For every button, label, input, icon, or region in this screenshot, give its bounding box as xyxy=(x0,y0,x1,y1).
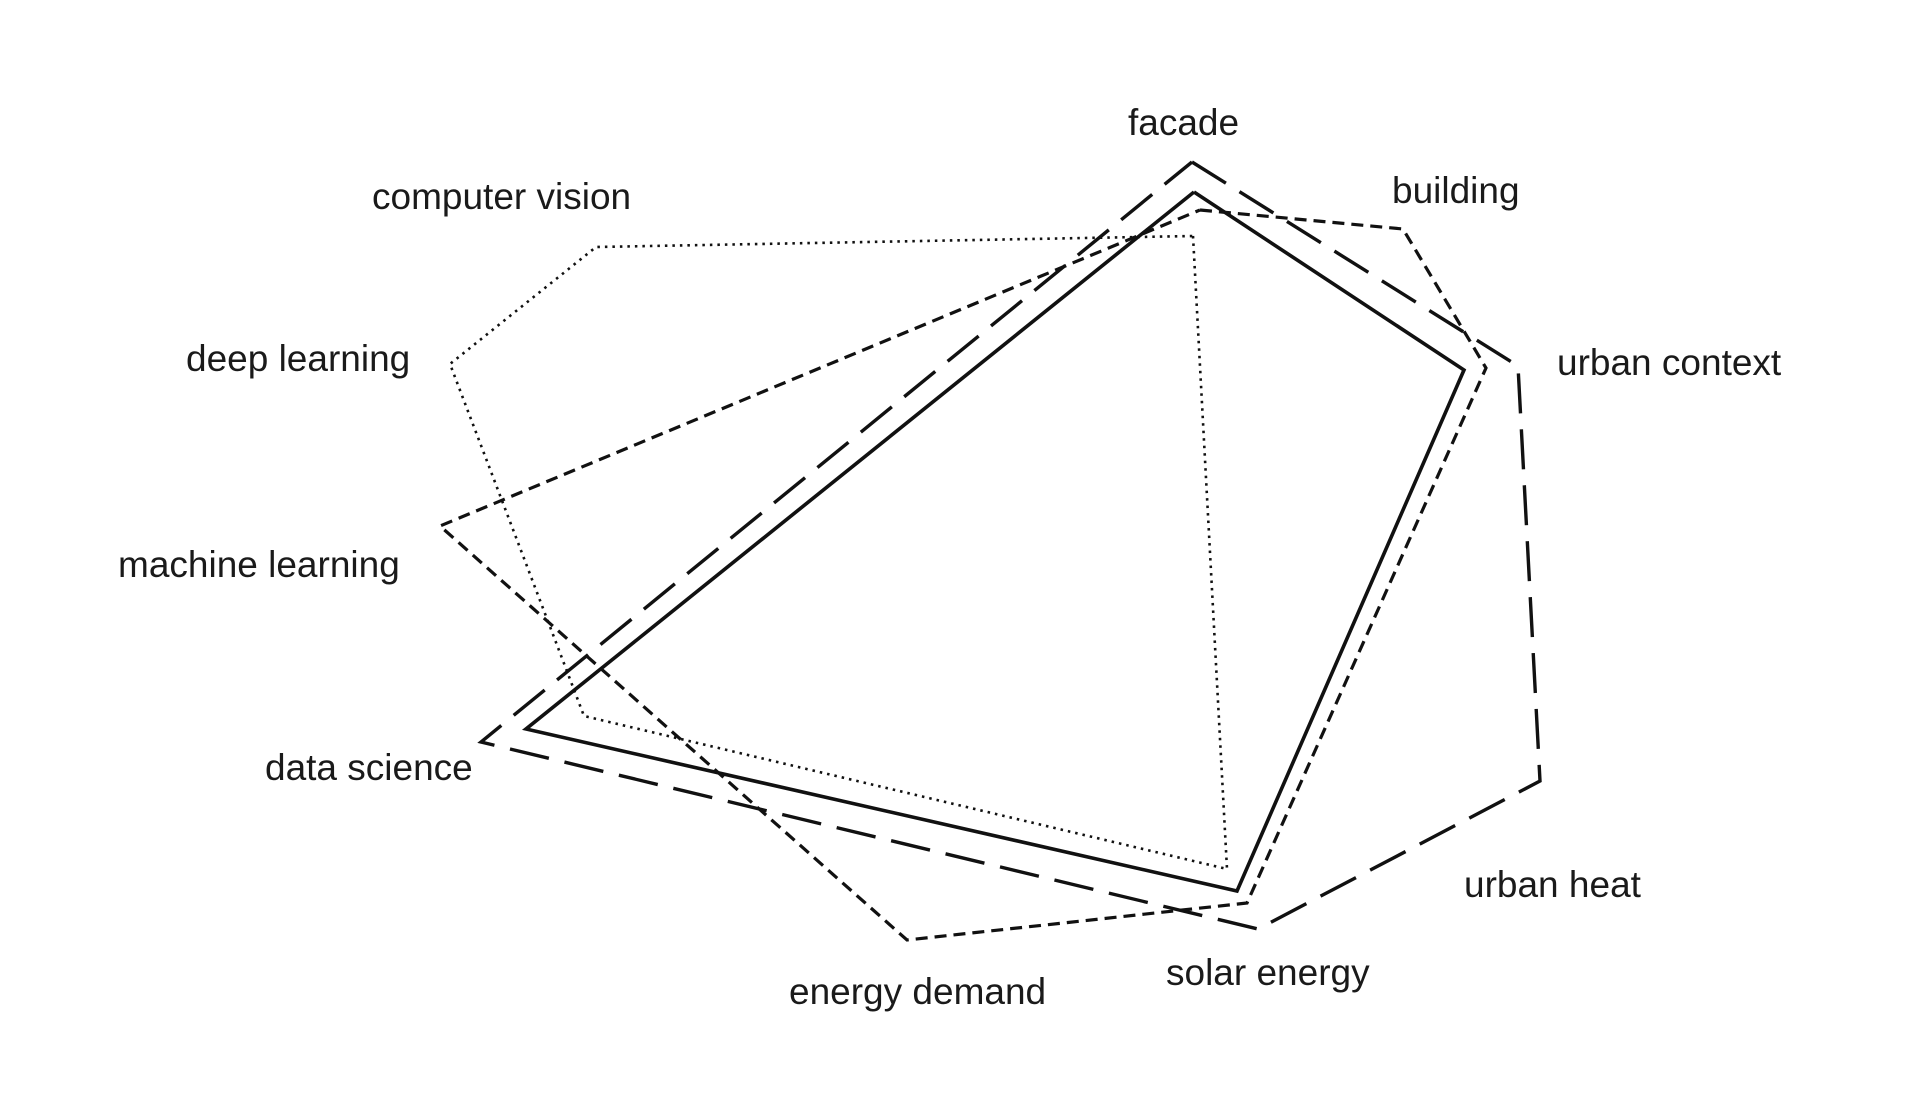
axis-label-machine-learning: machine learning xyxy=(118,544,400,585)
axis-label-energy-demand: energy demand xyxy=(789,971,1046,1012)
series-short-dash-polygon xyxy=(437,208,1488,942)
axis-label-urban-context: urban context xyxy=(1557,342,1782,383)
axis-label-data-science: data science xyxy=(265,747,473,788)
series-long-dash-polygon xyxy=(477,160,1542,931)
axis-label-urban-heat: urban heat xyxy=(1464,864,1642,905)
axis-label-building: building xyxy=(1392,170,1520,211)
series-dotted-polygon xyxy=(448,234,1229,871)
axis-label-facade: facade xyxy=(1128,102,1239,143)
axis-label-solar-energy: solar energy xyxy=(1166,952,1370,993)
axis-label-computer-vision: computer vision xyxy=(372,176,631,217)
axis-label-deep-learning: deep learning xyxy=(186,338,410,379)
series-solid-polygon xyxy=(521,190,1467,894)
